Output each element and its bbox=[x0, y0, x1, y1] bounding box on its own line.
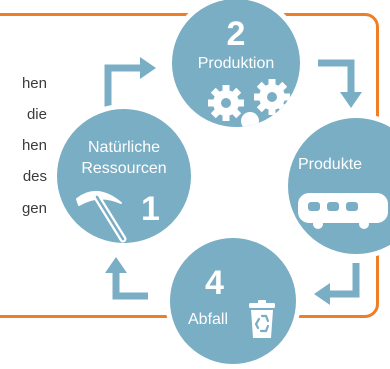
arrow-products-to-waste bbox=[330, 263, 360, 298]
text-line-5: gen bbox=[21, 200, 47, 217]
node-waste: 4 Abfall bbox=[165, 233, 301, 369]
arrowhead-4 bbox=[105, 257, 127, 273]
text-line-2: die bbox=[26, 106, 47, 123]
waste-label: Abfall bbox=[188, 311, 229, 328]
products-label: Produkte bbox=[298, 156, 363, 173]
production-label: Produktion bbox=[197, 55, 275, 72]
arrow-waste-to-resources bbox=[112, 273, 148, 300]
node-production: 2 Produktion bbox=[167, 0, 305, 132]
resources-label-line1: Natürliche bbox=[87, 139, 161, 156]
resources-label-line2: Ressourcen bbox=[81, 160, 167, 177]
text-line-1: hen bbox=[21, 75, 47, 92]
text-line-4: des bbox=[22, 168, 47, 185]
arrow-resources-to-production bbox=[104, 64, 140, 112]
resources-number: 1 bbox=[141, 190, 160, 228]
node-resources: Natürliche Ressourcen 1 bbox=[52, 104, 196, 248]
arrowhead-3 bbox=[314, 283, 330, 305]
pickaxe-icon bbox=[76, 191, 127, 243]
arrowhead-1 bbox=[140, 57, 156, 79]
arrow-production-to-products bbox=[318, 59, 355, 92]
gears-icon bbox=[208, 79, 290, 127]
arrowhead-2 bbox=[340, 92, 362, 108]
production-number: 2 bbox=[226, 15, 246, 53]
recycling-bin-icon bbox=[249, 300, 275, 338]
text-line-3: hen bbox=[21, 137, 47, 154]
waste-number: 4 bbox=[205, 264, 224, 302]
node-products: Produkte bbox=[283, 113, 390, 259]
bus-icon bbox=[298, 193, 388, 229]
